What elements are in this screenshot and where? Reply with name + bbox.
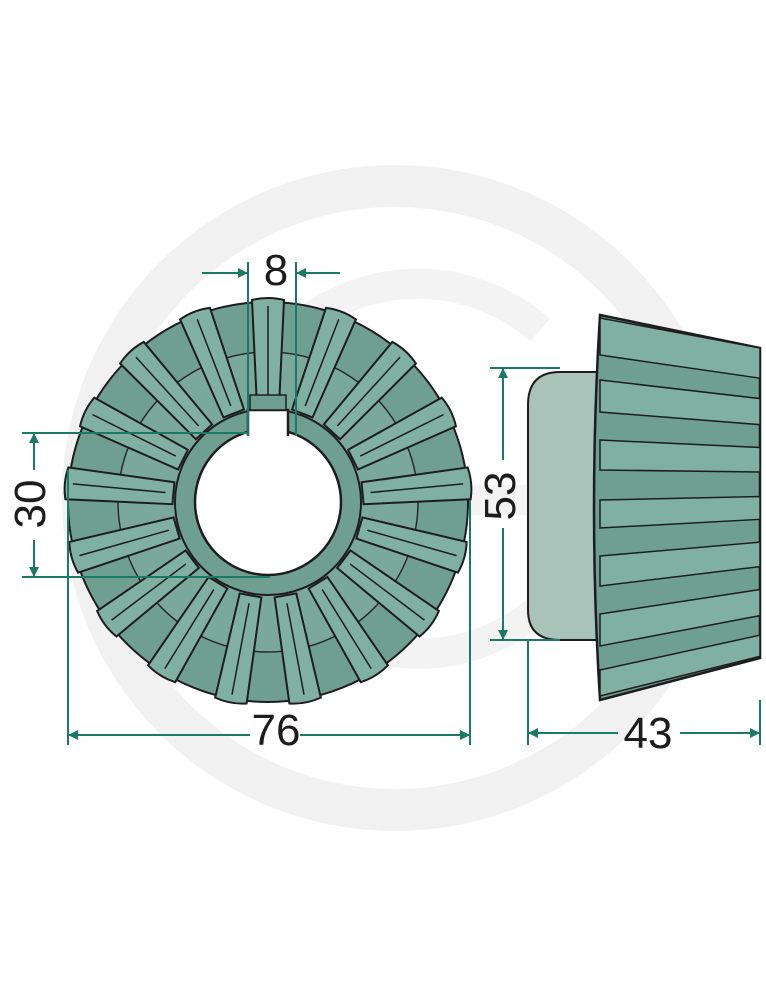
side-tooth-band xyxy=(599,495,761,529)
gear-tooth xyxy=(63,466,176,506)
side-gear-teeth xyxy=(599,317,761,697)
gear-tooth-ridge xyxy=(336,356,401,427)
gear-side-view xyxy=(527,313,762,702)
gear-tooth xyxy=(355,516,468,574)
gear-tooth-ridge xyxy=(231,603,250,695)
dim-overall-length: 43 xyxy=(624,709,673,758)
bore-hole xyxy=(193,427,343,577)
gear-tooth-ridge xyxy=(366,529,457,557)
gear-tooth-ridge xyxy=(135,356,200,427)
gear-tooth-ridge xyxy=(349,563,425,621)
side-tooth-band xyxy=(599,634,761,697)
gear-tooth-ridge xyxy=(286,603,305,695)
gear-tooth-ridge xyxy=(79,529,170,557)
side-tooth-band xyxy=(599,541,761,587)
gear-teeth xyxy=(63,297,473,705)
gear-tooth xyxy=(146,575,229,684)
gear-tooth xyxy=(213,592,263,705)
gear-tooth-ridge xyxy=(164,589,215,670)
side-tooth-band xyxy=(599,588,761,647)
gear-tooth-ridge xyxy=(72,483,166,494)
gear-tooth-ridge xyxy=(92,413,177,457)
side-hub xyxy=(527,371,601,641)
gear-tooth xyxy=(178,306,246,419)
gear-tooth xyxy=(68,516,181,574)
gear-tooth-ridge xyxy=(370,483,464,494)
side-tooth-band xyxy=(599,379,761,426)
side-tooth-band xyxy=(599,439,761,473)
gear-tooth-ridge xyxy=(321,589,372,670)
gear-tooth-ridge xyxy=(304,318,340,407)
dim-hub-diameter: 53 xyxy=(476,472,525,521)
dim-outer-diameter: 76 xyxy=(252,706,301,755)
gear-tooth-ridge xyxy=(196,318,232,407)
dimension-lines xyxy=(22,262,761,745)
gear-tooth xyxy=(290,306,358,419)
gear-tooth-ridge xyxy=(111,563,187,621)
gear-front-view xyxy=(63,297,473,705)
gear-tooth xyxy=(360,466,473,506)
dim-bore-diameter: 30 xyxy=(6,480,55,529)
gear-tooth xyxy=(346,396,458,471)
dim-keyway-width: 8 xyxy=(264,246,288,295)
side-tooth-band xyxy=(599,317,761,380)
gear-tooth-ridge xyxy=(359,413,444,457)
keyway-slot xyxy=(246,408,290,436)
gear-tooth xyxy=(307,575,390,684)
gear-tooth xyxy=(273,592,323,705)
